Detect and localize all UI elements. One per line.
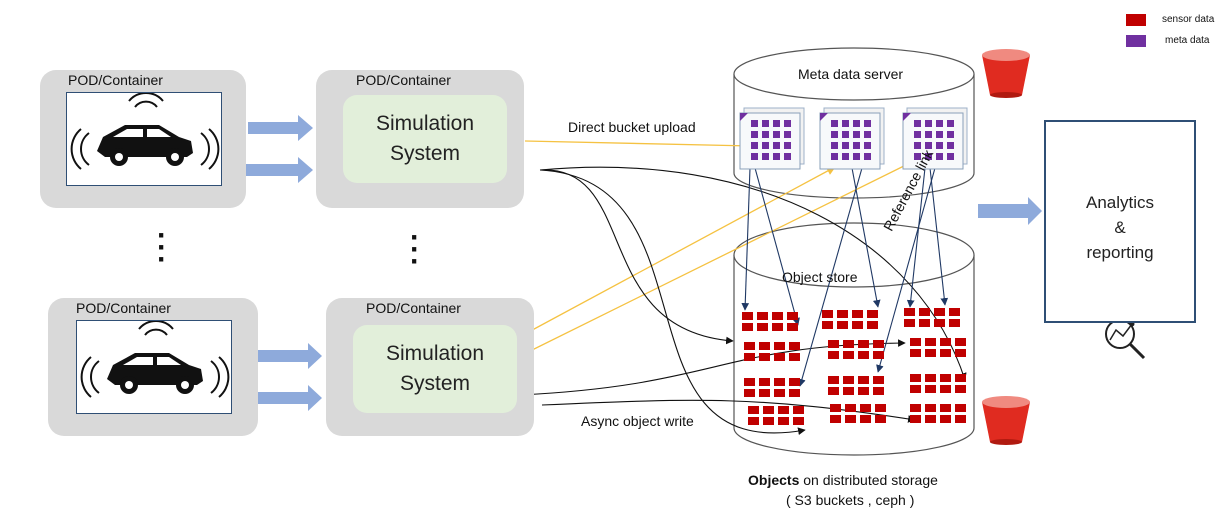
car-box [66, 92, 222, 186]
sensor-object-group [748, 406, 804, 425]
storage-caption-rest: on distributed storage [799, 472, 938, 488]
sensor-object-group [910, 404, 966, 423]
analytics-search-icon [1105, 315, 1146, 360]
analytics-line2: & [1114, 218, 1126, 237]
car-icon [80, 321, 230, 398]
pod-container: POD/Container [48, 298, 258, 436]
storage-caption-line2: ( S3 buckets , ceph ) [786, 492, 915, 508]
car-icon [70, 93, 220, 170]
meta-documents [739, 107, 968, 170]
sensor-object-group [830, 404, 886, 423]
simulation-line1: Simulation [375, 112, 475, 135]
storage-caption-bold: Objects [748, 472, 800, 488]
object-store-label: Object store [782, 269, 858, 285]
car-box [76, 320, 232, 414]
meta-document-icon [819, 107, 885, 170]
storage-caption: Objects on distributed storage [748, 472, 938, 488]
sensor-object-group [910, 374, 966, 393]
sensor-object-group [742, 312, 798, 331]
sensor-object-group [904, 308, 960, 327]
legend-label-sensor: sensor data [1162, 14, 1215, 25]
ellipsis-dots: ··· [157, 219, 167, 276]
sensor-object-group [910, 338, 966, 357]
sensor-object-group [744, 378, 800, 397]
direct-upload-label: Direct bucket upload [568, 119, 696, 135]
simulation-line2: System [399, 372, 470, 395]
direct-upload-lines [509, 140, 919, 356]
sensor-object-group [744, 342, 800, 361]
meta-document-icon [739, 107, 805, 170]
bucket-icon [982, 396, 1030, 445]
legend-swatch-sensor [1126, 14, 1146, 26]
reference-links [741, 167, 949, 387]
meta-document-icon [902, 107, 968, 170]
sensor-blocks [742, 308, 966, 425]
pod-label: POD/Container [68, 72, 163, 88]
simulation-line2: System [389, 142, 460, 165]
sensor-object-group [828, 340, 884, 359]
legend-label-meta: meta data [1165, 35, 1210, 46]
async-write-label: Async object write [581, 413, 694, 429]
legend-swatch-meta [1126, 35, 1146, 47]
analytics-reporting-box: Analytics & reporting [1044, 120, 1196, 323]
ellipsis-dots: ··· [410, 221, 420, 278]
sensor-object-group [822, 310, 878, 329]
pod-label: POD/Container [356, 72, 451, 88]
simulation-line1: Simulation [385, 342, 485, 365]
sensor-object-group [828, 376, 884, 395]
analytics-line3: reporting [1086, 243, 1154, 262]
pod-label: POD/Container [76, 300, 171, 316]
bucket-icon [982, 49, 1030, 98]
pod-container: POD/Container [40, 70, 246, 208]
meta-server-label: Meta data server [798, 66, 904, 82]
pod-label: POD/Container [366, 300, 461, 316]
analytics-line1: Analytics [1085, 193, 1155, 212]
block-arrows [220, 115, 1042, 411]
